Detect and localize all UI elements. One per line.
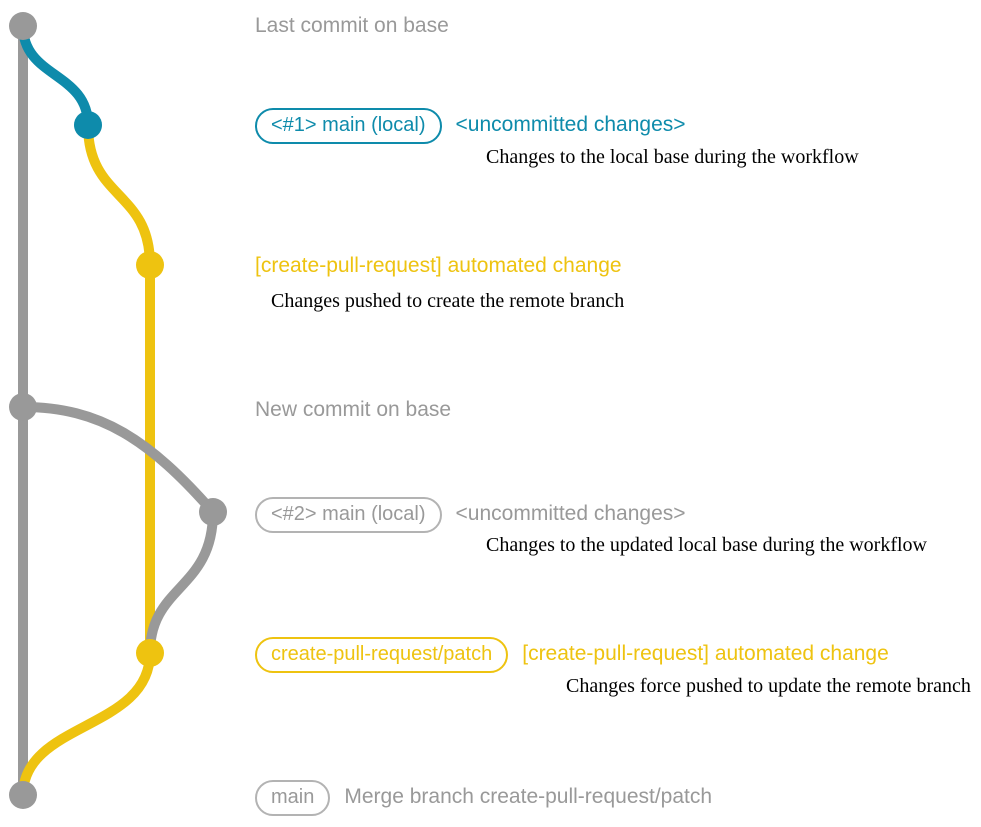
commit-node-local-main-2[interactable]	[199, 498, 227, 526]
commit-message-merge-commit: Merge branch create-pull-request/patch	[344, 785, 713, 808]
branch-pill-main-local-2[interactable]: <#2> main (local)	[255, 497, 442, 533]
branch-pill-create-pull-request-patch[interactable]: create-pull-request/patch	[255, 637, 509, 673]
commit-node-automated-change-1[interactable]	[136, 251, 164, 279]
commit-node-new-commit-on-base[interactable]	[9, 393, 37, 421]
commit-message-automated-change-2: [create-pull-request] automated change	[522, 642, 889, 665]
commit-description-automated-change-2: Changes force pushed to update the remot…	[566, 675, 971, 697]
commit-description-automated-change-1: Changes pushed to create the remote bran…	[271, 290, 625, 312]
commit-node-last-commit-on-base[interactable]	[9, 12, 37, 40]
commit-message-last-commit-on-base: Last commit on base	[255, 14, 449, 37]
commit-description-local-main-1: Changes to the local base during the wor…	[486, 146, 859, 168]
commit-message-local-main-1: <uncommitted changes>	[455, 113, 686, 136]
branch-pill-main-local-1[interactable]: <#1> main (local)	[255, 108, 442, 144]
commit-message-new-commit-on-base: New commit on base	[255, 398, 452, 421]
commit-description-local-main-2: Changes to the updated local base during…	[486, 534, 927, 556]
graph-edge-yellow-to-node1	[83, 120, 155, 270]
commit-node-automated-change-2[interactable]	[136, 639, 164, 667]
graph-edge-gray-to-yellow2	[145, 507, 218, 658]
graph-edge-yellow-merge	[18, 648, 155, 800]
commit-message-local-main-2: <uncommitted changes>	[455, 502, 686, 525]
commit-node-local-main-1[interactable]	[74, 111, 102, 139]
commit-row-merge-commit: main Merge branch create-pull-request/pa…	[255, 780, 712, 816]
graph-edge-gray-to-node2	[18, 402, 218, 517]
commit-row-local-main-1: <#1> main (local) <uncommitted changes>	[255, 108, 686, 144]
commit-row-automated-change-2: create-pull-request/patch [create-pull-r…	[255, 637, 889, 673]
branch-pill-main[interactable]: main	[255, 780, 331, 816]
commit-message-automated-change-1: [create-pull-request] automated change	[255, 254, 622, 277]
commit-node-merge-commit[interactable]	[9, 781, 37, 809]
graph-edge-blue-branch	[18, 21, 93, 130]
commit-row-local-main-2: <#2> main (local) <uncommitted changes>	[255, 497, 686, 533]
